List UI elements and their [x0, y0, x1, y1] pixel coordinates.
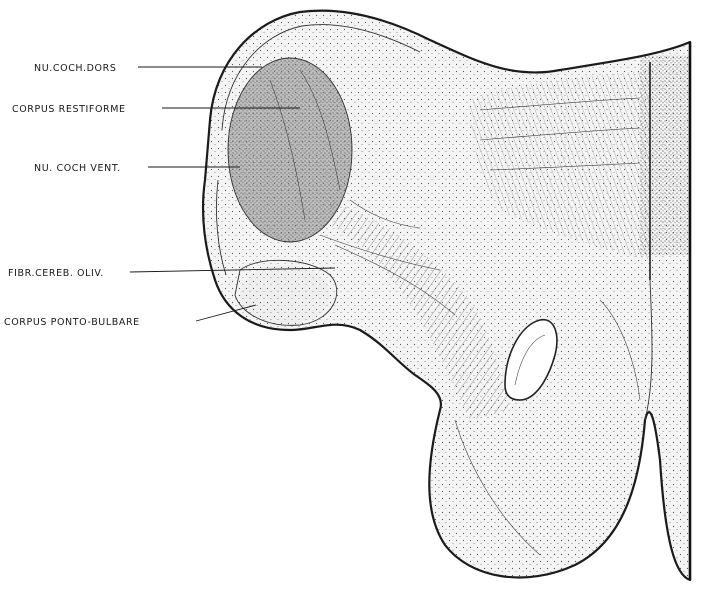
label-text: FIBR.CEREB. OLIV.: [8, 268, 104, 279]
label-text: CORPUS PONTO-BULBARE: [4, 317, 140, 328]
tissue-section: [200, 0, 700, 594]
label-corpus-ponto-bulbare: CORPUS PONTO-BULBARE: [4, 305, 256, 328]
label-text: CORPUS RESTIFORME: [12, 104, 126, 115]
label-text: NU.COCH.DORS: [34, 63, 116, 74]
label-text: NU. COCH VENT.: [34, 163, 121, 174]
